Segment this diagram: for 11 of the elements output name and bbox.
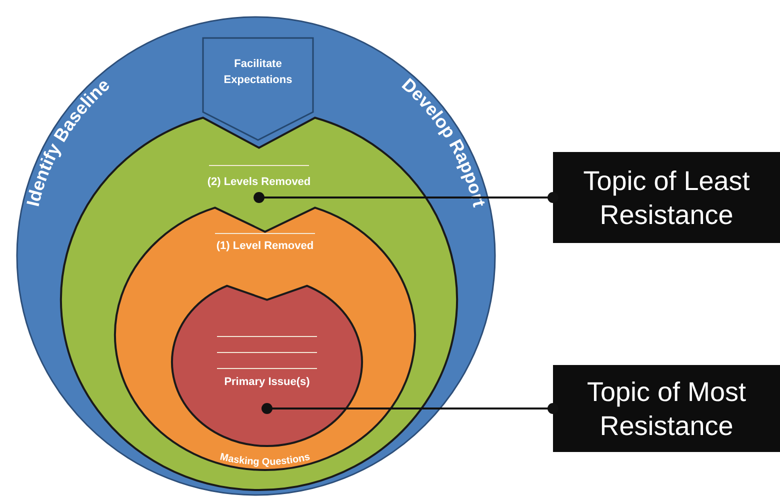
ring-label: (1) Level Removed [215,240,315,252]
callout-text: Topic of Most Resistance [586,376,748,442]
outer-circle [16,16,496,496]
ring-label: (2) Levels Removed [206,176,312,188]
callout-box [553,152,780,243]
ring-label: Masking Questions [218,452,312,468]
ring-label: Primary Issue(s) [223,376,311,388]
ring-label: Facilitate Expectations [222,57,294,88]
callout-text: Topic of Least Resistance [582,164,751,232]
pentagon-tab [203,38,313,140]
callout-box [553,365,780,452]
